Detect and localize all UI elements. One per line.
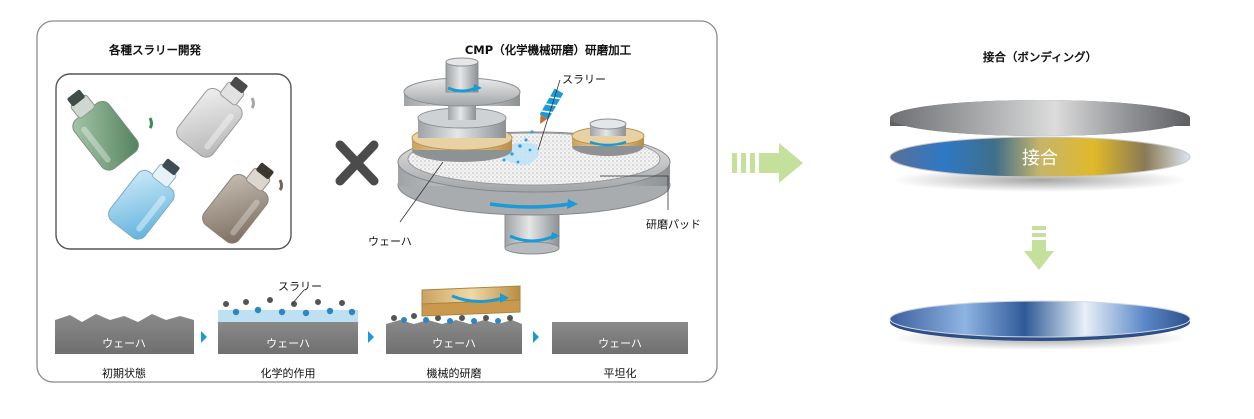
step-caption-initial: 初期状態 bbox=[102, 366, 146, 380]
bonding-title: 接合（ボンディング） bbox=[983, 50, 1097, 64]
cmp-slurry-label: スラリー bbox=[562, 73, 606, 86]
slurry-bottle-blue bbox=[108, 158, 180, 240]
bonded-wafer bbox=[889, 300, 1191, 350]
step-wafer-label: ウェーハ bbox=[266, 337, 310, 350]
slurry-bottle-gray bbox=[176, 76, 248, 158]
slurry-bottle-brown bbox=[202, 162, 274, 244]
process-slurry-label: スラリー bbox=[278, 280, 322, 293]
step-arrow-icon bbox=[201, 331, 207, 343]
process-step-chemical: ウェーハ bbox=[218, 297, 358, 354]
pad-leader-line bbox=[600, 175, 669, 210]
process-slurry-leader bbox=[291, 289, 305, 305]
step-arrow-icon bbox=[368, 331, 374, 343]
bonded-wafer-stack: 接合 bbox=[889, 100, 1191, 192]
arrow-down-icon bbox=[1024, 226, 1054, 270]
slurry-bottles-frame bbox=[55, 73, 292, 250]
step-caption-chemical: 化学的作用 bbox=[261, 366, 316, 380]
process-step-initial: ウェーハ bbox=[55, 314, 194, 354]
slurry-bottle-green bbox=[67, 89, 139, 171]
slurry-dev-title: 各種スラリー開発 bbox=[108, 43, 201, 57]
step-wafer-label: ウェーハ bbox=[102, 337, 146, 350]
main-panel-frame bbox=[36, 20, 718, 383]
step-wafer-label: ウェーハ bbox=[598, 337, 642, 350]
step-caption-mechanical: 機械的研磨 bbox=[427, 366, 482, 380]
cmp-pad-label: 研磨パッド bbox=[646, 218, 701, 231]
wafer-leader-line bbox=[399, 161, 444, 223]
cmp-title: CMP（化学機械研磨）研磨加工 bbox=[465, 43, 632, 57]
process-step-mechanical: ウェーハ bbox=[386, 285, 522, 354]
process-step-planarized: ウェーハ bbox=[552, 322, 688, 354]
cmp-wafer-label: ウェーハ bbox=[368, 235, 412, 248]
drip-green bbox=[148, 117, 153, 129]
drip-gray bbox=[250, 97, 255, 109]
step-arrow-icon bbox=[533, 331, 539, 343]
arrow-right-icon bbox=[732, 143, 803, 183]
bonding-label: 接合 bbox=[1022, 148, 1058, 169]
drip-brown bbox=[278, 179, 283, 191]
step-wafer-label: ウェーハ bbox=[432, 337, 476, 350]
slurry-leader-line bbox=[537, 79, 561, 151]
cmp-machine bbox=[397, 57, 671, 255]
step-caption-planarized: 平坦化 bbox=[604, 366, 637, 380]
multiply-icon bbox=[335, 140, 379, 186]
